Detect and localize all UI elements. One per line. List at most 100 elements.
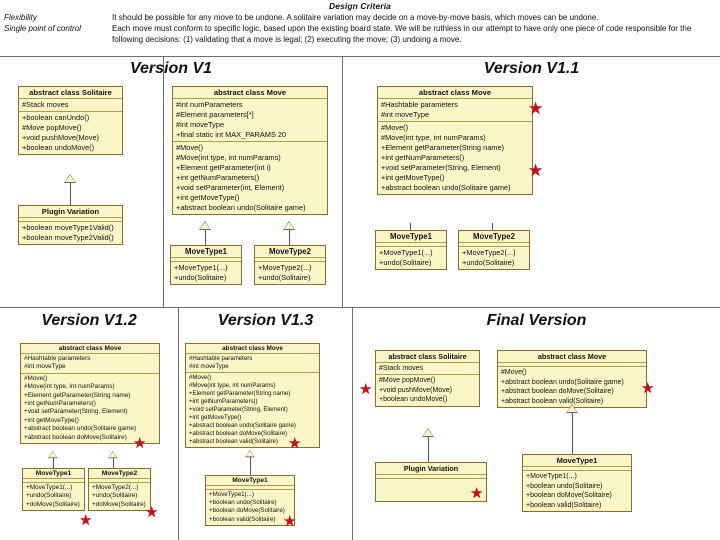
panel-divider-v12-v13	[178, 308, 179, 540]
uml-class-v12-movetype1[interactable]: MoveType1 +MoveType1(...) +undo(Solitair…	[22, 468, 85, 512]
uml-class-final-plugin-variation[interactable]: Plugin Variation	[375, 462, 487, 502]
class-name: Plugin Variation	[19, 206, 122, 218]
class-name: abstract class Move	[498, 351, 646, 363]
class-name: abstract class Solitaire	[19, 87, 122, 99]
class-name: abstract class Solitaire	[376, 351, 479, 363]
generalization-line-final-solitaire	[428, 437, 429, 462]
operation: +int getNumParameters()	[381, 153, 465, 162]
operation: +boolean undoMove()	[379, 396, 448, 404]
generalization-line-v1-solitaire	[70, 181, 71, 205]
operation: +boolean undo(Solitaire)	[209, 499, 277, 507]
operation: +abstract boolean doMove(Solitaire)	[501, 388, 614, 396]
attribute: #Element parameters[*]	[176, 110, 254, 119]
uml-class-v13-movetype1[interactable]: MoveType1 +MoveType1(...) +boolean undo(…	[205, 475, 295, 526]
class-attributes: #Hashtable parameters #int moveType	[186, 354, 319, 373]
class-name: MoveType1	[376, 231, 446, 243]
operation: +MoveType1(...)	[26, 484, 73, 491]
operation: #Move popMove()	[22, 123, 82, 132]
class-operations: +MoveType1(...) +boolean undo(Solitaire)…	[523, 471, 631, 511]
class-attributes	[498, 363, 646, 367]
class-name: abstract class Move	[186, 344, 319, 354]
class-operations: +MoveType2(...) +undo(Solitaire)	[459, 247, 529, 269]
uml-class-v1-movetype2[interactable]: MoveType2 +MoveType2(...) +undo(Solitair…	[254, 245, 326, 285]
operation: +undo(Solitaire)	[174, 273, 227, 282]
operation: +MoveType2(...)	[462, 248, 516, 257]
operation: #Move popMove()	[379, 377, 436, 385]
operation: #Move(int type, int numParams)	[189, 382, 276, 389]
operation: +doMove(Solitaire)	[92, 500, 146, 508]
panel-divider-middle	[0, 307, 720, 308]
uml-class-final-movetype1[interactable]: MoveType1 +MoveType1(...) +boolean undo(…	[522, 454, 632, 513]
operation: +undo(Solitaire)	[26, 492, 72, 500]
class-name: abstract class Move	[173, 87, 327, 99]
class-operations: #Move() #Move(int type, int numParams) +…	[378, 122, 532, 194]
class-operations: +MoveType2(...) +undo(Solitaire)	[255, 262, 325, 284]
attribute: #Hashtable parameters	[189, 355, 253, 362]
uml-class-v1-solitaire[interactable]: abstract class Solitaire #Stack moves +b…	[18, 86, 123, 155]
class-operations: +boolean canUndo() #Move popMove() +void…	[19, 112, 122, 154]
operation: +int getMoveType()	[189, 414, 242, 421]
generalization-arrow-v13-movetype1	[245, 450, 255, 463]
generalization-line-v1-movetype1	[205, 228, 206, 245]
operation: +undo(Solitaire)	[462, 258, 515, 267]
attribute: #Hashtable parameters	[381, 100, 458, 109]
operation: +MoveType1(...)	[174, 263, 228, 272]
criteria-text-single-point: Each move must conform to specific logic…	[112, 24, 692, 44]
class-operations: +MoveType1(...) +undo(Solitaire)	[376, 247, 446, 269]
class-attributes	[171, 258, 241, 262]
criteria-text-flexibility: It should be possible for any move to be…	[112, 13, 599, 22]
operation: +void setParameter(String, Element)	[24, 408, 128, 416]
class-attributes	[23, 479, 84, 483]
class-attributes: #Stack moves	[19, 99, 122, 112]
operation: +MoveType2(...)	[258, 263, 312, 272]
uml-class-v11-movetype1[interactable]: MoveType1 +MoveType1(...) +undo(Solitair…	[375, 230, 447, 270]
uml-class-v12-move[interactable]: abstract class Move #Hashtable parameter…	[20, 343, 160, 445]
uml-class-final-move[interactable]: abstract class Move #Move() +abstract bo…	[497, 350, 647, 409]
panel-divider-v13-final	[352, 308, 353, 540]
uml-class-v1-movetype1[interactable]: MoveType1 +MoveType1(...) +undo(Solitair…	[170, 245, 242, 285]
class-operations: #Move() #Move(int type, int numParams) +…	[186, 373, 319, 447]
operation: +abstract boolean undo(Solitaire game)	[381, 183, 511, 192]
operation: +void setParameter(int, Element)	[176, 183, 285, 192]
uml-class-v11-move[interactable]: abstract class Move #Hashtable parameter…	[377, 86, 533, 195]
class-attributes	[89, 479, 150, 483]
change-marker-star: ★	[528, 161, 544, 180]
panel-divider-v1-v1mid	[163, 56, 164, 307]
operation: +int getMoveType()	[381, 173, 445, 182]
uml-class-v13-move[interactable]: abstract class Move #Hashtable parameter…	[185, 343, 320, 448]
uml-class-v12-movetype2[interactable]: MoveType2 +MoveType2(...) +undo(Solitair…	[88, 468, 151, 512]
uml-class-v1-plugin-variation[interactable]: Plugin Variation +boolean moveType1Valid…	[18, 205, 123, 245]
uml-class-v1-move[interactable]: abstract class Move #int numParameters #…	[172, 86, 328, 215]
class-operations: #Move() #Move(int type, int numParams) +…	[21, 374, 159, 443]
change-marker-star: ★	[133, 435, 147, 452]
operation: +int getMoveType()	[176, 193, 240, 202]
uml-class-v11-movetype2[interactable]: MoveType2 +MoveType2(...) +undo(Solitair…	[458, 230, 530, 270]
operation: +abstract boolean valid(Solitaire)	[501, 397, 604, 405]
operation: #Move(int type, int numParams)	[381, 133, 486, 142]
operation: +MoveType1(...)	[209, 491, 254, 498]
operation: +MoveType1(...)	[379, 248, 433, 257]
class-name: MoveType1	[23, 469, 84, 479]
generalization-arrow-final-movetype1	[566, 404, 578, 420]
class-attributes	[255, 258, 325, 262]
operation: +boolean undo(Solitaire)	[526, 482, 603, 490]
generalization-arrow-v12-movetype2	[108, 451, 118, 464]
section-title-v13: Version V1.3	[217, 312, 314, 329]
class-operations: +MoveType2(...) +undo(Solitaire) +doMove…	[89, 483, 150, 510]
section-title-v1: Version V1	[129, 60, 213, 77]
class-attributes: #Hashtable parameters #int moveType	[21, 354, 159, 374]
change-marker-star: ★	[359, 381, 373, 398]
operation: +Element getParameter(String name)	[24, 391, 131, 399]
operation: #Move()	[189, 374, 212, 381]
class-operations: +MoveType1(...) +undo(Solitaire)	[171, 262, 241, 284]
operation: +abstract boolean undo(Solitaire game)	[24, 425, 137, 433]
operation: +boolean valid(Solitaire)	[526, 501, 602, 509]
operation: +boolean doMove(Solitaire)	[526, 492, 612, 500]
change-marker-star: ★	[470, 485, 484, 502]
operation: +void pushMove(Move)	[22, 133, 100, 142]
operation: +abstract boolean undo(Solitaire game)	[189, 422, 296, 429]
uml-class-final-solitaire[interactable]: abstract class Solitaire #Stack moves #M…	[375, 350, 480, 407]
section-title-v12: Version V1.2	[41, 312, 137, 329]
change-marker-star: ★	[528, 99, 544, 118]
operation: +boolean valid(Solitaire)	[209, 515, 276, 523]
